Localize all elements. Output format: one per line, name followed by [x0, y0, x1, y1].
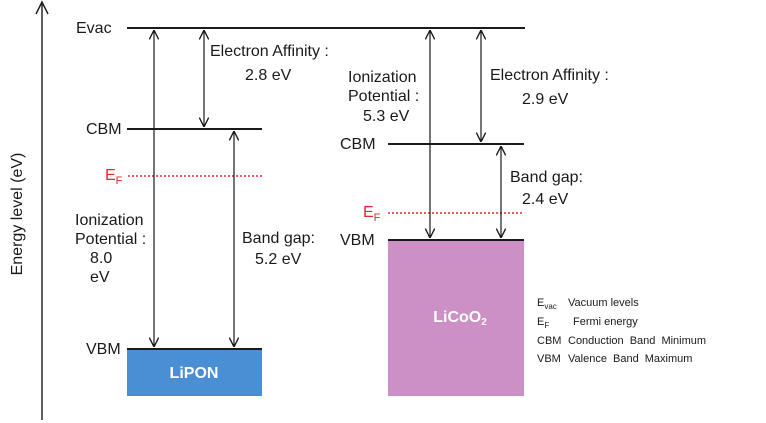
lipon-ionization-value-2: eV	[90, 269, 110, 286]
legend-symbol-cbm: CBM	[537, 335, 561, 347]
lipon-ionization-label-1: Ionization	[75, 212, 144, 229]
licoo2-block	[388, 241, 524, 396]
lipon-ionization-value-1: 8.0	[90, 250, 112, 267]
lipon-cbm-label: CBM	[86, 121, 122, 138]
lipon-band-gap-label: Band gap:	[242, 230, 315, 247]
legend-symbol-vbm: VBM	[537, 353, 561, 365]
lipon-vbm-label: VBM	[86, 341, 121, 358]
lipon-band-gap-value: 5.2 eV	[255, 251, 302, 268]
legend-symbol-evac: Evac	[537, 297, 557, 311]
licoo2-electron-affinity-value: 2.9 eV	[522, 91, 569, 108]
licoo2-ionization-label-2: Potential :	[348, 88, 419, 105]
lipon-ionization-label-2: Potential :	[75, 231, 146, 248]
legend-text-evac: Vacuum levels	[568, 297, 639, 309]
legend-text-vbm: Valence Band Maximum	[568, 353, 692, 365]
lipon-electron-affinity-label: Electron Affinity :	[210, 43, 329, 60]
lipon-material-label: LiPON	[170, 365, 219, 382]
licoo2-vbm-label: VBM	[340, 232, 375, 249]
licoo2-ionization-value: 5.3 eV	[363, 108, 410, 125]
lipon-block	[127, 350, 262, 396]
licoo2-fermi-label: EF	[363, 204, 381, 224]
licoo2-material-label: LiCoO2	[433, 309, 487, 328]
licoo2-cbm-label: CBM	[340, 136, 376, 153]
licoo2-electron-affinity-label: Electron Affinity :	[490, 67, 609, 84]
licoo2-band-gap-value: 2.4 eV	[522, 191, 569, 208]
evac-label: Evac	[76, 20, 112, 37]
energy-axis-label: Energy level (eV)	[9, 153, 26, 276]
licoo2-band-gap-label: Band gap:	[510, 169, 583, 186]
legend-text-cbm: Conduction Band Minimum	[568, 335, 706, 347]
energy-axis-arrowhead	[35, 0, 49, 15]
legend-symbol-ef: EF	[537, 316, 549, 330]
licoo2-ionization-label-1: Ionization	[348, 69, 417, 86]
legend: Evac Vacuum levels EF Fermi energy CBM C…	[537, 297, 706, 365]
lipon-fermi-label: EF	[105, 167, 123, 187]
legend-text-ef: Fermi energy	[573, 316, 638, 328]
lipon-electron-affinity-value: 2.8 eV	[245, 67, 292, 84]
